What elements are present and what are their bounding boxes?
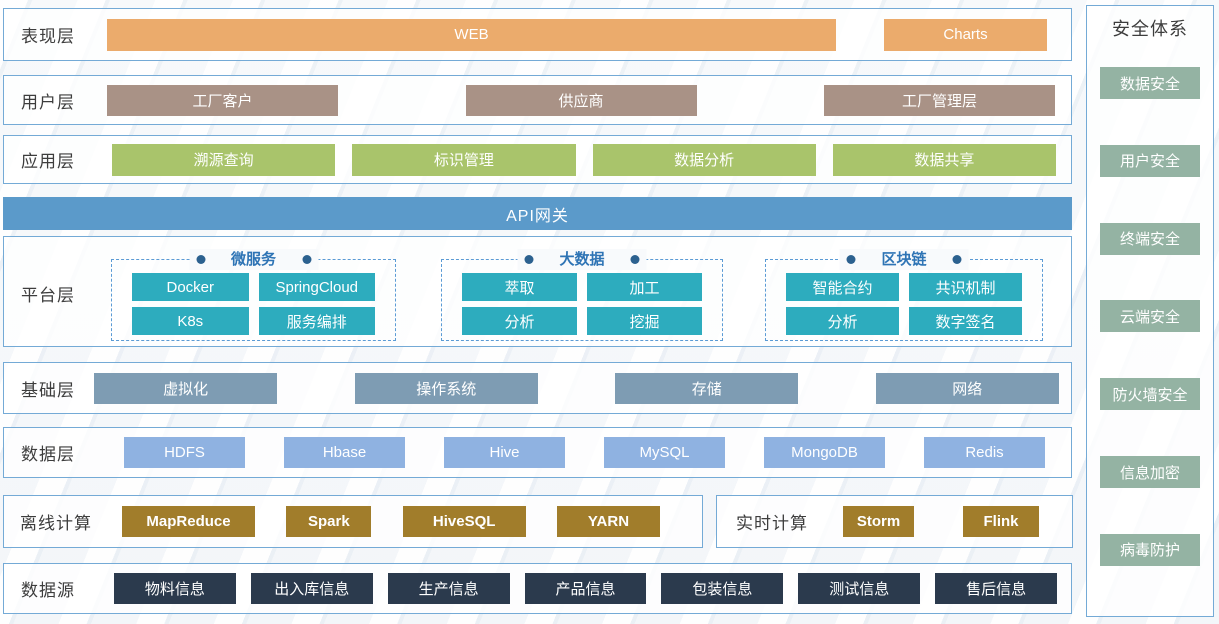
blockchain-group-items: 智能合约 共识机制 分析 数字签名 <box>766 260 1042 335</box>
datasource-panel: 数据源 物料信息 出入库信息 生产信息 产品信息 包装信息 测试信息 售后信息 <box>3 563 1072 614</box>
consensus-box: 共识机制 <box>909 273 1022 301</box>
product-info-box: 产品信息 <box>524 573 647 604</box>
data-layer-panel: 数据层 HDFS Hbase Hive MySQL MongoDB Redis <box>3 427 1072 478</box>
supplier-box: 供应商 <box>465 84 697 116</box>
production-info-box: 生产信息 <box>387 573 510 604</box>
data-sharing-box: 数据共享 <box>832 143 1056 176</box>
infrastructure-layer-label: 基础层 <box>21 380 75 400</box>
realtime-computing-panel: 实时计算 Storm Flink <box>716 495 1073 548</box>
presentation-layer-panel: 表现层 WEB Charts <box>3 8 1072 61</box>
k8s-box: K8s <box>132 307 249 335</box>
bullet-dot-icon <box>195 255 205 264</box>
factory-customer-box: 工厂客户 <box>107 84 338 116</box>
bullet-dot-icon <box>630 255 640 264</box>
bullet-dot-icon <box>302 255 312 264</box>
id-management-box: 标识管理 <box>352 143 576 176</box>
mongodb-box: MongoDB <box>764 437 885 468</box>
bigdata-group: 大数据 萃取 加工 分析 挖掘 <box>441 249 723 341</box>
os-box: 操作系统 <box>354 372 538 404</box>
storage-box: 存储 <box>615 372 799 404</box>
bigdata-group-items: 萃取 加工 分析 挖掘 <box>442 260 722 335</box>
bigdata-group-title: 大数据 <box>559 251 605 268</box>
offline-computing-panel: 离线计算 MapReduce Spark HiveSQL YARN <box>3 495 703 548</box>
offline-computing-label: 离线计算 <box>20 514 92 533</box>
testing-info-box: 测试信息 <box>798 573 921 604</box>
offline-computing-content: MapReduce Spark HiveSQL YARN <box>108 506 702 537</box>
inout-warehouse-info-box: 出入库信息 <box>250 573 373 604</box>
hivesql-box: HiveSQL <box>402 506 526 537</box>
security-sidebar: 安全体系 数据安全 用户安全 终端安全 云端安全 防火墙安全 信息加密 病毒防护 <box>1086 5 1214 617</box>
virus-protection-box: 病毒防护 <box>1100 533 1200 566</box>
bullet-dot-icon <box>846 255 856 264</box>
user-layer-panel: 用户层 工厂客户 供应商 工厂管理层 <box>3 75 1072 125</box>
factory-management-box: 工厂管理层 <box>824 84 1055 116</box>
aftersales-info-box: 售后信息 <box>935 573 1058 604</box>
data-layer-content: HDFS Hbase Hive MySQL MongoDB Redis <box>104 437 1071 468</box>
bullet-dot-icon <box>524 255 534 264</box>
infrastructure-layer-panel: 基础层 虚拟化 操作系统 存储 网络 <box>3 362 1072 414</box>
bigdata-group-label: 大数据 <box>517 249 647 270</box>
smart-contract-box: 智能合约 <box>786 273 899 301</box>
info-encryption-box: 信息加密 <box>1100 456 1200 489</box>
flink-box: Flink <box>963 506 1039 537</box>
service-orchestration-box: 服务编排 <box>258 307 375 335</box>
yarn-box: YARN <box>556 506 660 537</box>
data-security-box: 数据安全 <box>1100 67 1200 99</box>
presentation-layer-content: WEB Charts <box>104 18 1071 51</box>
infrastructure-layer-content: 虚拟化 操作系统 存储 网络 <box>94 372 1071 404</box>
mapreduce-box: MapReduce <box>122 506 255 537</box>
charts-box: Charts <box>884 18 1047 51</box>
spark-box: Spark <box>286 506 372 537</box>
blockchain-group: 区块链 智能合约 共识机制 分析 数字签名 <box>765 249 1043 341</box>
trace-query-box: 溯源查询 <box>112 143 336 176</box>
hive-box: Hive <box>444 437 565 468</box>
security-sidebar-items: 数据安全 用户安全 终端安全 云端安全 防火墙安全 信息加密 病毒防护 <box>1087 41 1213 616</box>
process-box: 加工 <box>587 273 702 301</box>
application-layer-panel: 应用层 溯源查询 标识管理 数据分析 数据共享 <box>3 135 1072 184</box>
datasource-content: 物料信息 出入库信息 生产信息 产品信息 包装信息 测试信息 售后信息 <box>104 573 1071 604</box>
user-layer-label: 用户层 <box>21 92 75 112</box>
material-info-box: 物料信息 <box>114 573 236 604</box>
api-gateway-bar: API网关 <box>3 197 1072 230</box>
docker-box: Docker <box>132 273 249 301</box>
realtime-computing-content: Storm Flink <box>817 506 1072 537</box>
microservice-group-label: 微服务 <box>188 249 319 270</box>
security-sidebar-title: 安全体系 <box>1112 19 1188 39</box>
data-analysis-box: 数据分析 <box>592 143 816 176</box>
blockchain-group-title: 区块链 <box>881 251 927 268</box>
user-layer-content: 工厂客户 供应商 工厂管理层 <box>104 84 1071 116</box>
analysis-box: 分析 <box>462 307 577 335</box>
hbase-box: Hbase <box>284 437 405 468</box>
network-box: 网络 <box>875 372 1059 404</box>
user-security-box: 用户安全 <box>1100 144 1200 177</box>
bullet-dot-icon <box>952 255 962 264</box>
presentation-layer-label: 表现层 <box>21 27 75 46</box>
springcloud-box: SpringCloud <box>258 273 375 301</box>
packaging-info-box: 包装信息 <box>661 573 784 604</box>
platform-layer-panel: 平台层 微服务 Docker SpringCloud K8s 服务编排 大数据 … <box>3 236 1072 347</box>
virtualization-box: 虚拟化 <box>94 372 278 404</box>
redis-box: Redis <box>924 437 1045 468</box>
application-layer-content: 溯源查询 标识管理 数据分析 数据共享 <box>104 143 1071 176</box>
microservice-group-title: 微服务 <box>230 251 277 268</box>
application-layer-label: 应用层 <box>21 152 75 171</box>
blockchain-group-label: 区块链 <box>839 249 969 270</box>
microservice-group: 微服务 Docker SpringCloud K8s 服务编排 <box>111 249 396 341</box>
chain-analysis-box: 分析 <box>786 307 899 335</box>
microservice-group-items: Docker SpringCloud K8s 服务编排 <box>112 260 395 335</box>
cloud-security-box: 云端安全 <box>1100 300 1200 333</box>
digital-signature-box: 数字签名 <box>909 307 1022 335</box>
extract-box: 萃取 <box>462 273 577 301</box>
firewall-security-box: 防火墙安全 <box>1100 378 1200 411</box>
mysql-box: MySQL <box>604 437 725 468</box>
data-layer-label: 数据层 <box>21 445 75 464</box>
storm-box: Storm <box>843 506 914 537</box>
web-box: WEB <box>107 18 836 51</box>
hdfs-box: HDFS <box>124 437 245 468</box>
mining-box: 挖掘 <box>587 307 702 335</box>
realtime-computing-label: 实时计算 <box>736 514 808 533</box>
platform-layer-label: 平台层 <box>21 286 75 305</box>
terminal-security-box: 终端安全 <box>1100 222 1200 255</box>
datasource-label: 数据源 <box>21 581 75 600</box>
